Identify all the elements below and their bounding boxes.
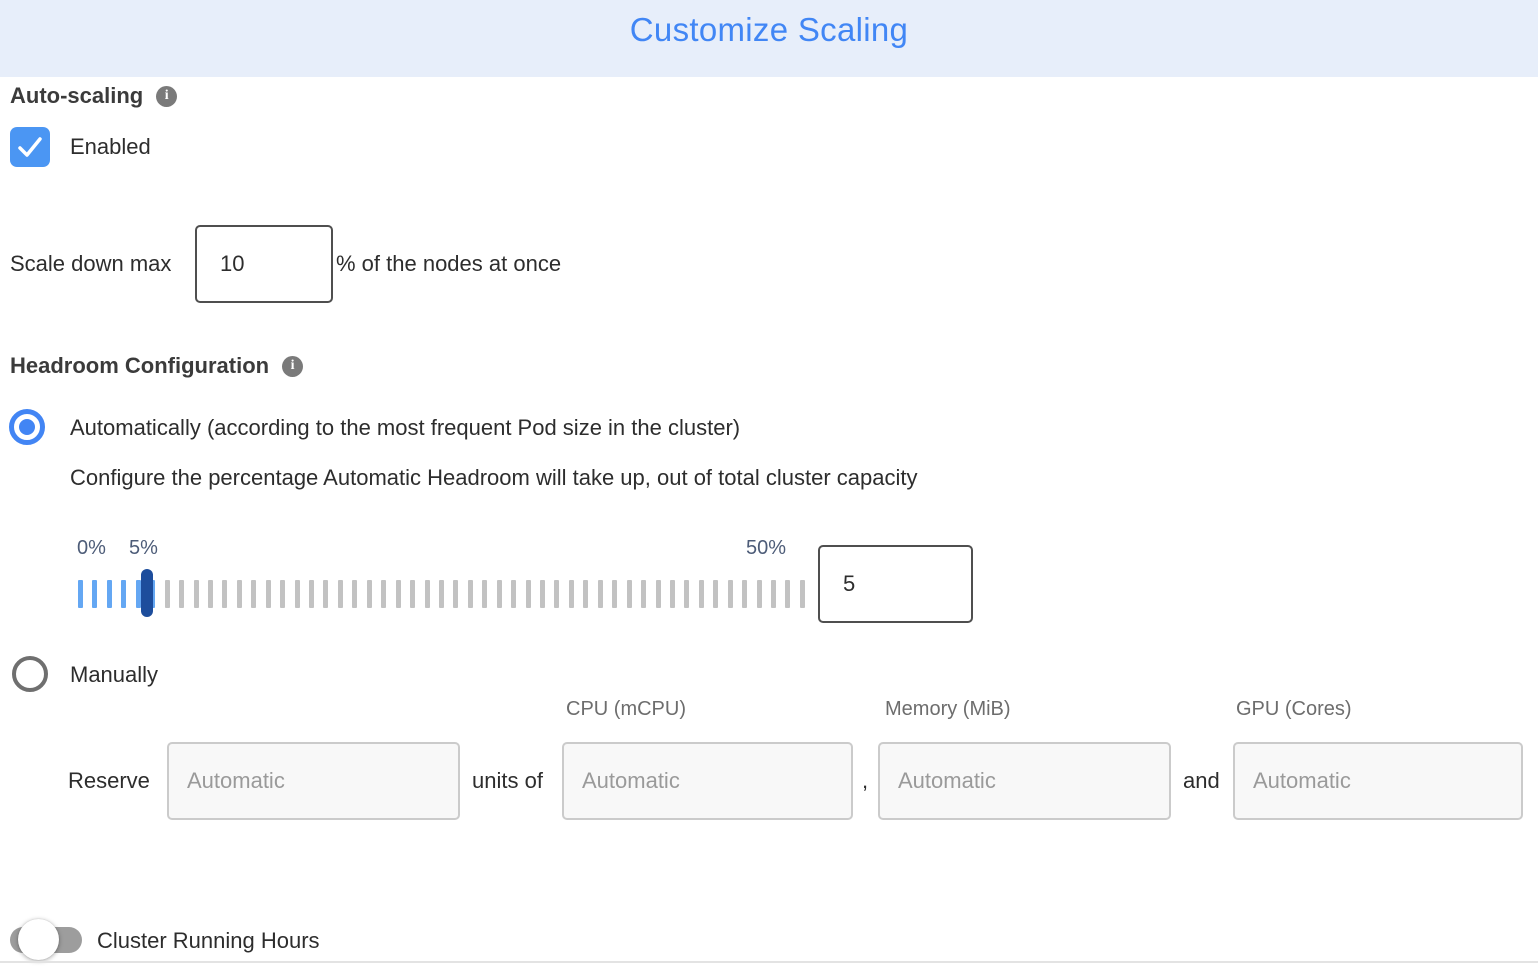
slider-tick <box>395 580 401 608</box>
enabled-label: Enabled <box>70 134 151 159</box>
slider-tick <box>410 580 416 608</box>
slider-tick <box>583 580 589 608</box>
slider-tick <box>612 580 618 608</box>
slider-current-label: 5% <box>129 537 158 559</box>
info-icon[interactable] <box>156 85 178 107</box>
scale-down-suffix-label: % of the nodes at once <box>336 251 562 276</box>
slider-tick <box>92 580 98 608</box>
cluster-running-hours-label: Cluster Running Hours <box>97 928 320 953</box>
headroom-manual-radio[interactable] <box>12 656 48 692</box>
slider-tick <box>294 580 300 608</box>
slider-tick <box>265 580 271 608</box>
checkmark-icon <box>18 137 42 157</box>
scale-down-max-input[interactable] <box>195 225 333 303</box>
slider-tick <box>799 580 805 608</box>
slider-tick <box>641 580 647 608</box>
headroom-configuration-label: Headroom Configuration <box>10 353 270 378</box>
slider-tick <box>496 580 502 608</box>
memory-column-header: Memory (MiB) <box>885 698 1011 720</box>
slider-tick <box>467 580 473 608</box>
headroom-automatic-label: Automatically (according to the most fre… <box>70 415 741 440</box>
scale-down-max-label: Scale down max <box>10 251 172 276</box>
slider-tick <box>222 580 228 608</box>
slider-tick <box>280 580 286 608</box>
slider-max-label: 50% <box>746 537 787 559</box>
slider-tick <box>179 580 185 608</box>
slider-tick <box>164 580 170 608</box>
auto-scaling-enabled-checkbox[interactable] <box>10 127 50 167</box>
slider-tick <box>698 580 704 608</box>
slider-tick <box>438 580 444 608</box>
headroom-slider-track[interactable] <box>78 569 805 617</box>
slider-tick <box>424 580 430 608</box>
slider-tick <box>525 580 531 608</box>
bottom-divider <box>0 961 1538 963</box>
slider-tick <box>121 580 127 608</box>
dialog-header: Customize Scaling <box>0 0 1538 77</box>
page-title: Customize Scaling <box>629 10 909 48</box>
slider-tick <box>771 580 776 608</box>
headroom-automatic-description: Configure the percentage Automatic Headr… <box>70 465 918 490</box>
slider-labels: 0% 5% 50% <box>0 537 1000 563</box>
headroom-percentage-input[interactable] <box>818 545 973 623</box>
units-of-label: units of <box>472 768 543 793</box>
headroom-slider-handle[interactable] <box>140 569 153 617</box>
slider-tick <box>713 580 719 608</box>
slider-tick <box>106 580 112 608</box>
slider-tick <box>193 580 199 608</box>
gpu-column-header: GPU (Cores) <box>1236 698 1352 720</box>
slider-tick <box>482 580 488 608</box>
headroom-automatic-radio[interactable] <box>9 409 45 445</box>
slider-tick <box>352 580 358 608</box>
toggle-knob <box>18 919 59 960</box>
slider-tick <box>251 580 257 608</box>
slider-tick <box>236 580 242 608</box>
slider-tick <box>323 580 329 608</box>
slider-min-label: 0% <box>77 537 106 559</box>
slider-tick <box>626 580 632 608</box>
slider-tick <box>366 580 372 608</box>
slider-tick <box>511 580 517 608</box>
slider-tick <box>150 580 156 608</box>
slider-tick <box>554 580 560 608</box>
slider-tick <box>337 580 343 608</box>
slider-tick <box>655 580 661 608</box>
radio-dot <box>19 419 35 435</box>
slider-tick <box>453 580 459 608</box>
slider-tick <box>756 580 762 608</box>
comma-separator: , <box>862 768 869 793</box>
headroom-section-header: Headroom Configuration <box>10 353 304 379</box>
reserve-gpu-input[interactable] <box>1233 742 1523 820</box>
cpu-column-header: CPU (mCPU) <box>566 698 686 720</box>
headroom-manual-label: Manually <box>70 662 159 687</box>
slider-tick <box>727 580 733 608</box>
auto-scaling-section-header: Auto-scaling <box>10 83 178 109</box>
slider-tick <box>597 580 603 608</box>
slider-tick <box>684 580 690 608</box>
slider-tick <box>78 580 83 608</box>
slider-tick <box>568 580 574 608</box>
cluster-running-hours-toggle[interactable] <box>10 919 82 960</box>
reserve-label: Reserve <box>68 768 150 793</box>
and-label: and <box>1183 768 1220 793</box>
slider-tick <box>135 580 141 608</box>
slider-tick <box>669 580 675 608</box>
auto-scaling-label: Auto-scaling <box>10 83 144 108</box>
slider-tick <box>742 580 748 608</box>
slider-tick <box>381 580 387 608</box>
slider-tick <box>309 580 314 608</box>
info-icon[interactable] <box>282 355 304 377</box>
slider-tick <box>785 580 791 608</box>
reserve-memory-input[interactable] <box>878 742 1171 820</box>
reserve-count-input[interactable] <box>167 742 460 820</box>
slider-tick <box>207 580 213 608</box>
reserve-cpu-input[interactable] <box>562 742 853 820</box>
slider-tick <box>540 580 545 608</box>
